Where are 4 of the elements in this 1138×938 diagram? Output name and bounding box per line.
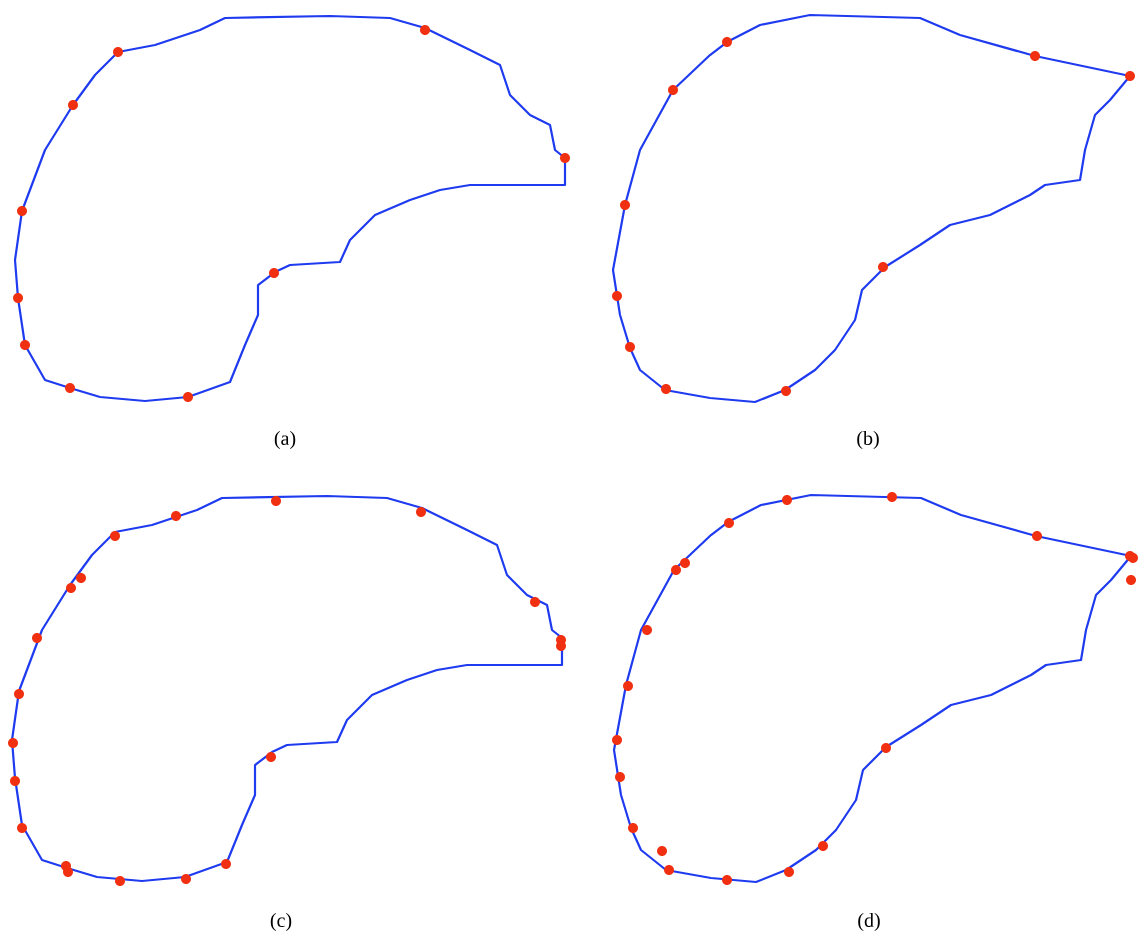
panel-label: (c) <box>270 912 292 932</box>
panel-label: (a) <box>274 430 296 450</box>
panel-label: (d) <box>858 912 880 932</box>
panel-label: (b) <box>857 430 879 450</box>
